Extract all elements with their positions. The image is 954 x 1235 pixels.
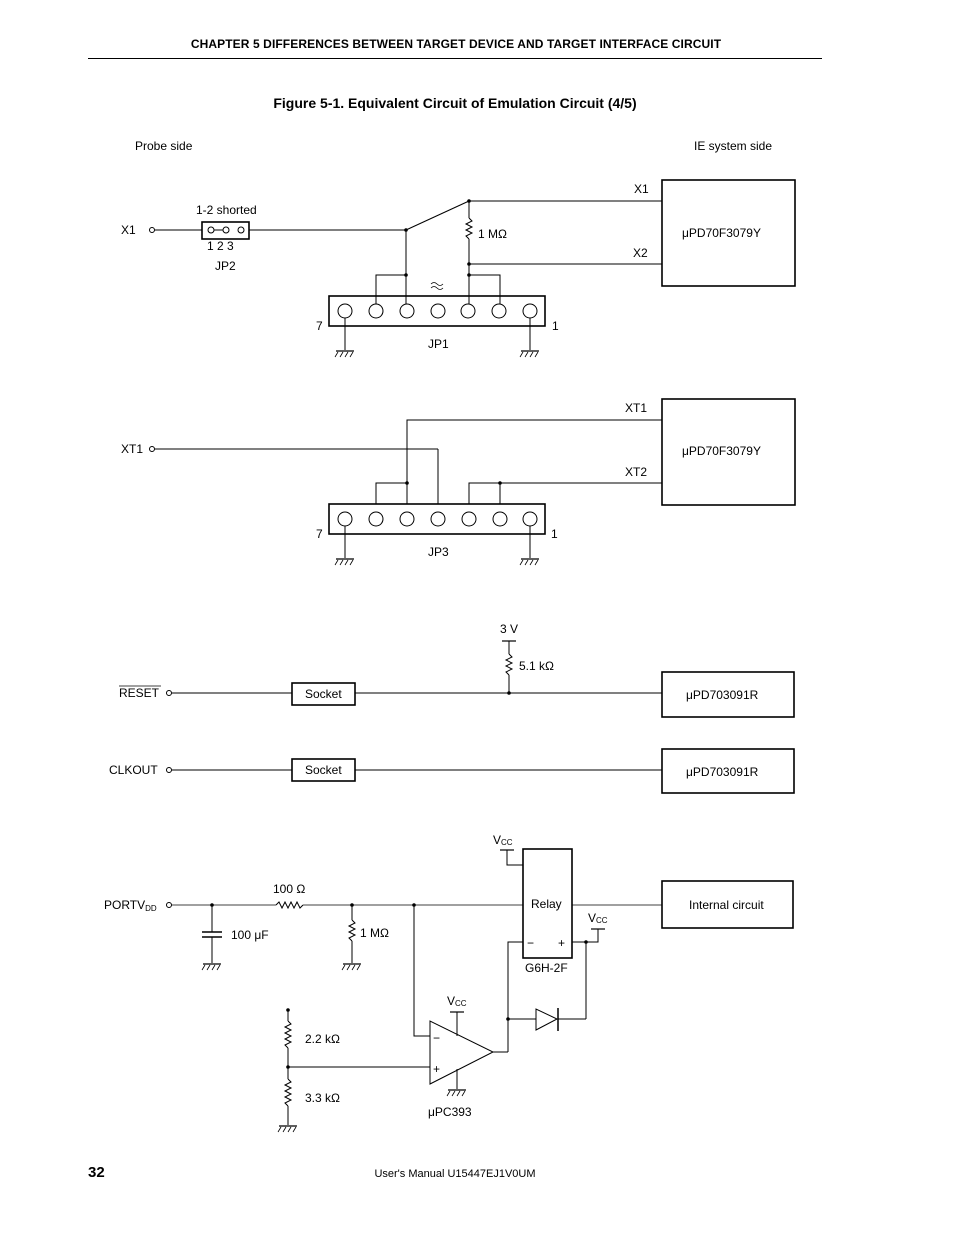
xt2-output-label: XT2 — [625, 465, 647, 479]
header-rule — [88, 58, 822, 59]
relay-minus-label: − — [527, 936, 534, 950]
chip-upd70f3079y-2-label: μPD70F3079Y — [682, 444, 761, 458]
jp2-shorted-label: 1-2 shorted — [196, 203, 257, 217]
chip-upd703091r-1 — [661, 671, 795, 718]
svg-text:VCC: VCC — [493, 833, 513, 847]
footer-manual: User's Manual U15447EJ1V0UM — [374, 1168, 536, 1180]
pulldown-resistor-label: 1 MΩ — [360, 926, 389, 940]
relay-vcc-subscript: CC — [501, 838, 513, 847]
reset-socket — [291, 682, 356, 706]
jp3-pin1-label: 1 — [551, 527, 558, 541]
chip-upd70f3079y-1-label: μPD70F3079Y — [682, 226, 761, 240]
relay-coil-vcc-subscript: CC — [596, 916, 608, 925]
chip-upd70f3079y-2 — [661, 398, 796, 506]
reset-label: RESET — [119, 686, 160, 700]
svg-text:PORTVDD: PORTVDD — [104, 898, 157, 913]
circuit-clkout: CLKOUT Socket μPD703091R — [109, 748, 795, 794]
circuit-xt1: XT1 XT1 XT2 μPD70F3079Y 7 1 JP3 — [121, 398, 796, 566]
chip-upd703091r-1-label: μPD703091R — [686, 688, 759, 702]
xt1-input-label: XT1 — [121, 442, 143, 456]
ie-side-label: IE system side — [694, 139, 772, 153]
comparator-vcc-subscript: CC — [455, 999, 467, 1008]
internal-circuit-label: Internal circuit — [689, 898, 764, 912]
xt1-terminal — [149, 446, 155, 452]
relay-label: Relay — [531, 897, 562, 911]
x1-input-label: X1 — [121, 223, 136, 237]
divider-top-label: 2.2 kΩ — [305, 1032, 340, 1046]
portvdd-label: PORTV — [104, 898, 145, 912]
x1-terminal — [149, 227, 155, 233]
x1-output-label: X1 — [634, 182, 649, 196]
clkout-label: CLKOUT — [109, 763, 158, 777]
comparator-label: μPC393 — [428, 1105, 472, 1119]
comparator-minus: − — [433, 1031, 440, 1045]
svg-text:VCC: VCC — [588, 911, 608, 925]
chapter-header: CHAPTER 5 DIFFERENCES BETWEEN TARGET DEV… — [190, 37, 722, 51]
internal-circuit-box — [661, 880, 794, 929]
xt1-output-label: XT1 — [625, 401, 647, 415]
portvdd-subscript: DD — [145, 904, 157, 913]
relay-model-label: G6H-2F — [525, 961, 568, 975]
jp1-label: JP1 — [428, 337, 449, 351]
divider-bottom-label: 3.3 kΩ — [305, 1091, 340, 1105]
comparator-plus: + — [433, 1062, 440, 1076]
jp2-label: JP2 — [215, 259, 236, 273]
jp2-pin-numbers: 1 2 3 — [207, 239, 234, 253]
reset-pullup-label: 5.1 kΩ — [519, 659, 554, 673]
svg-text:VCC: VCC — [447, 994, 467, 1008]
comparator-symbol — [429, 1020, 495, 1085]
circuit-portvdd: PORTVDD 100 Ω 100 μF 1 MΩ Relay − + G6H-… — [104, 833, 794, 1133]
supply-3v-label: 3 V — [500, 622, 518, 636]
relay-box — [522, 848, 573, 959]
relay-coil-vcc-label: V — [588, 911, 596, 925]
jp3-pin7-label: 7 — [316, 527, 323, 541]
circuit-reset: RESET Socket 3 V 5.1 kΩ μPD703091R — [119, 622, 795, 718]
capacitor-label: 100 μF — [231, 928, 269, 942]
comparator-vcc-label: V — [447, 994, 455, 1008]
figure-title: Figure 5-1. Equivalent Circuit of Emulat… — [273, 95, 637, 111]
portvdd-terminal — [166, 902, 172, 908]
chip-upd703091r-2-label: μPD703091R — [686, 765, 759, 779]
probe-side-label: Probe side — [135, 139, 193, 153]
series-resistor-label: 100 Ω — [273, 882, 305, 896]
chip-upd70f3079y-1 — [661, 179, 796, 287]
relay-vcc-label: V — [493, 833, 501, 847]
reset-terminal — [166, 690, 172, 696]
chip-upd703091r-2 — [661, 748, 795, 794]
reset-socket-label: Socket — [305, 687, 342, 701]
relay-plus-label: + — [558, 936, 565, 950]
page-number: 32 — [88, 1164, 105, 1181]
x2-output-label: X2 — [633, 246, 648, 260]
jp1-pin1-label: 1 — [552, 319, 559, 333]
jp1-pin7-label: 7 — [316, 319, 323, 333]
circuit-x1: X1 1-2 shorted 1 2 3 JP2 1 MΩ X1 X2 μPD7… — [121, 179, 796, 358]
jp3-label: JP3 — [428, 545, 449, 559]
x1-resistor-label: 1 MΩ — [478, 227, 507, 241]
clkout-terminal — [166, 767, 172, 773]
clkout-socket-label: Socket — [305, 763, 342, 777]
